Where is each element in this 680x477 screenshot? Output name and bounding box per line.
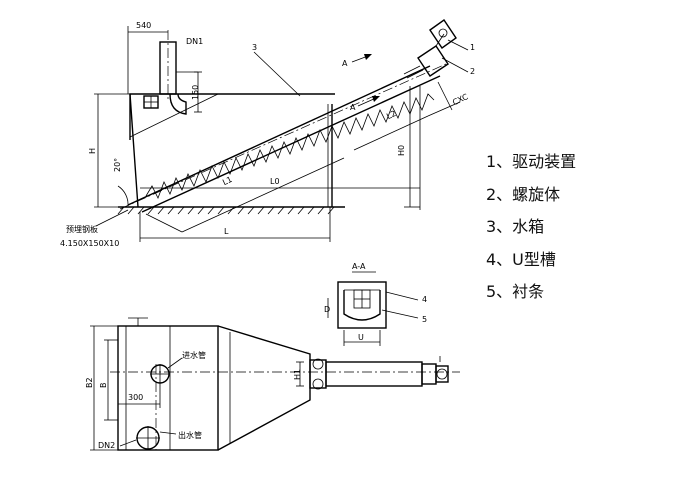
part-item-drive: 1、驱动装置: [486, 152, 577, 171]
inlet-pipe-label: 进水管: [182, 350, 206, 360]
dim-540: 540: [136, 21, 151, 30]
dim-b: B: [99, 383, 108, 389]
dim-h: H: [88, 148, 97, 154]
parts-list: 1、驱动装置 2、螺旋体 3、水箱 4、U型槽 5、衬条: [486, 146, 676, 309]
plan-view: [90, 317, 460, 451]
part-item-trough: 4、U型槽: [486, 249, 556, 269]
dim-l0: L0: [270, 177, 280, 186]
section-mark-a-bottom: A: [350, 103, 356, 112]
dim-cxc: CXC: [451, 92, 470, 107]
part-item-tank: 3、水箱: [486, 217, 545, 236]
dim-angle: 20°: [113, 158, 122, 172]
plate-size-label: 4.150X150X10: [60, 239, 119, 248]
section-title: A-A: [352, 262, 366, 271]
dimension-labels: 540 DN1 H 150 20° L L0 L1 L2 H0 CXC A A …: [60, 21, 475, 450]
dim-dn1: DN1: [186, 37, 203, 46]
callout-2: 2: [470, 67, 475, 76]
dim-h1: H1: [293, 369, 302, 380]
dim-u: U: [358, 333, 364, 342]
callout-4: 4: [422, 295, 427, 304]
dim-dn2: DN2: [98, 441, 115, 450]
elevation-view: [94, 19, 469, 242]
dim-150: 150: [191, 85, 200, 100]
dim-b2: B2: [85, 377, 94, 388]
outlet-pipe-label: 出水管: [178, 430, 202, 440]
callout-3: 3: [252, 43, 257, 52]
dim-l: L: [224, 227, 229, 236]
dim-h0: H0: [397, 145, 406, 156]
section-mark-a-top: A: [342, 59, 348, 68]
section-a-a: [327, 271, 419, 346]
part-item-liner: 5、衬条: [486, 282, 545, 301]
callout-1: 1: [470, 43, 475, 52]
part-item-screw: 2、螺旋体: [486, 184, 561, 204]
dim-d: D: [324, 305, 330, 314]
embedded-plate-label: 预埋钢板: [66, 224, 98, 234]
callout-5: 5: [422, 315, 427, 324]
dim-300: 300: [128, 393, 143, 402]
dim-l1: L1: [221, 175, 233, 187]
dim-l2: L2: [385, 109, 397, 121]
